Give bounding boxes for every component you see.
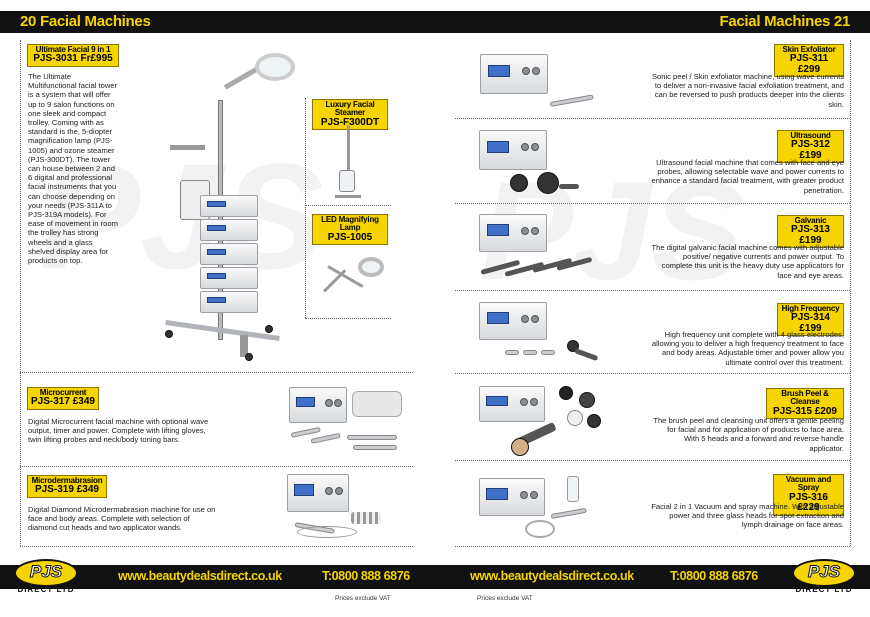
pjs-logo-right: PJS DIRECT LTD (792, 559, 856, 595)
pjs-logo-left: PJS DIRECT LTD (14, 559, 78, 595)
microcurrent-desc: Digital Microcurrent facial machine with… (28, 417, 209, 445)
galvanic-image (475, 212, 595, 286)
product-name: Skin Exfoliator (782, 45, 836, 54)
product-code: PJS-314 £199 (791, 312, 830, 334)
logo-subtext: DIRECT LTD (17, 585, 75, 594)
ultimate-facial-desc: The Ultimate Multifunctional facial towe… (28, 72, 118, 266)
high-frequency-label: High Frequency PJS-314 £199 (777, 303, 844, 337)
header-bar: 20 Facial Machines Facial Machines 21 (0, 11, 870, 33)
high-frequency-image (475, 300, 605, 370)
divider-right-2 (455, 203, 850, 204)
right-page-title: Facial Machines 21 (719, 13, 850, 30)
steamer-label: Luxury Facial Steamer PJS-F300DT (312, 99, 388, 131)
ultrasound-desc: Ultrasound facial machine that comes wit… (651, 158, 845, 195)
product-code: PJS-3031 Fr£995 (33, 53, 113, 65)
product-code: PJS-317 £349 (31, 396, 95, 408)
product-code: PJS-1005 (327, 231, 373, 243)
product-code: PJS-315 £209 (773, 405, 837, 417)
divider-right-4 (455, 373, 850, 374)
exfoliator-desc: Sonic peel / Skin exfoliator machine, us… (651, 72, 844, 109)
product-name: Galvanic (794, 216, 827, 225)
website-link-right[interactable]: www.beautydealsdirect.co.uk (470, 569, 634, 583)
brush-peel-image (475, 384, 605, 458)
product-name: Microcurrent (39, 388, 87, 397)
logo-subtext: DIRECT LTD (795, 585, 853, 594)
phone-number-right: T:0800 888 6876 (670, 569, 758, 583)
microcurrent-label: Microcurrent PJS-317 £349 (27, 387, 99, 410)
exfoliator-label: Skin Exfoliator PJS-311 £299 (774, 44, 844, 78)
product-name: Ultimate Facial 9 in 1 (35, 45, 111, 54)
divider-left-1 (20, 372, 413, 373)
vacuum-image (475, 472, 605, 544)
footer-bar: www.beautydealsdirect.co.uk T:0800 888 6… (0, 565, 870, 589)
product-name: Vacuum and Spray (785, 475, 832, 493)
logo-text: PJS (807, 562, 841, 582)
high-frequency-desc: High frequency unit complete with 4 glas… (651, 330, 844, 367)
divider-lamp (305, 318, 391, 319)
product-name: LED Magnifying Lamp (321, 215, 379, 233)
led-lamp-label: LED Magnifying Lamp PJS-1005 (312, 214, 388, 246)
divider-vertical-right (850, 40, 851, 546)
vacuum-desc: Facial 2 in 1 Vacuum and spray machine. … (651, 502, 844, 530)
divider-vertical-inner (305, 98, 306, 318)
product-code: PJS-316 £229 (789, 491, 828, 514)
product-code: PJS-313 £199 (791, 224, 830, 246)
led-lamp-image (318, 245, 388, 315)
product-name: Brush Peel & Cleanse (781, 389, 829, 407)
galvanic-label: Galvanic PJS-313 £199 (777, 215, 844, 249)
product-name: High Frequency (781, 304, 840, 313)
divider-left-3 (20, 546, 413, 547)
brush-peel-label: Brush Peel & Cleanse PJS-315 £209 (766, 388, 844, 420)
logo-text: PJS (29, 562, 63, 582)
microderm-label: Microdermabrasion PJS-319 £349 (27, 475, 107, 498)
divider-right-5 (455, 460, 850, 461)
vat-note-left: Prices exclude VAT (335, 595, 391, 602)
product-code: PJS-F300DT (320, 116, 380, 128)
product-code: PJS-319 £349 (35, 484, 99, 496)
facial-tower-image (160, 45, 300, 365)
product-name: Luxury Facial Steamer (325, 100, 375, 118)
divider-steamer (305, 205, 391, 206)
product-code: PJS-311 £299 (789, 53, 829, 75)
left-page-title: 20 Facial Machines (20, 13, 151, 30)
vat-note-right: Prices exclude VAT (477, 595, 533, 602)
steamer-image (335, 125, 365, 200)
exfoliator-image (470, 44, 600, 114)
brush-peel-desc: The brush peel and cleansing unit offers… (653, 416, 844, 453)
divider-left-2 (20, 466, 413, 467)
ultimate-facial-label: Ultimate Facial 9 in 1 PJS-3031 Fr£995 (27, 44, 119, 67)
phone-number-left: T:0800 888 6876 (322, 569, 410, 583)
divider-right-3 (455, 290, 850, 291)
ultrasound-label: Ultrasound PJS-312 £199 (777, 130, 844, 164)
microcurrent-image (287, 383, 407, 463)
microderm-image (287, 472, 397, 542)
ultrasound-image (475, 128, 585, 200)
website-link-left[interactable]: www.beautydealsdirect.co.uk (118, 569, 282, 583)
divider-right-6 (455, 546, 850, 547)
product-name: Microdermabrasion (31, 476, 103, 485)
product-name: Ultrasound (790, 131, 831, 140)
divider-right-1 (455, 118, 850, 119)
product-code: PJS-312 £199 (791, 139, 830, 161)
divider-vertical-left (20, 40, 21, 546)
vacuum-label: Vacuum and Spray PJS-316 £229 (773, 474, 844, 516)
microderm-desc: Digital Diamond Microdermabrasion machin… (28, 505, 216, 533)
galvanic-desc: The digital galvanic facial machine come… (651, 243, 844, 280)
